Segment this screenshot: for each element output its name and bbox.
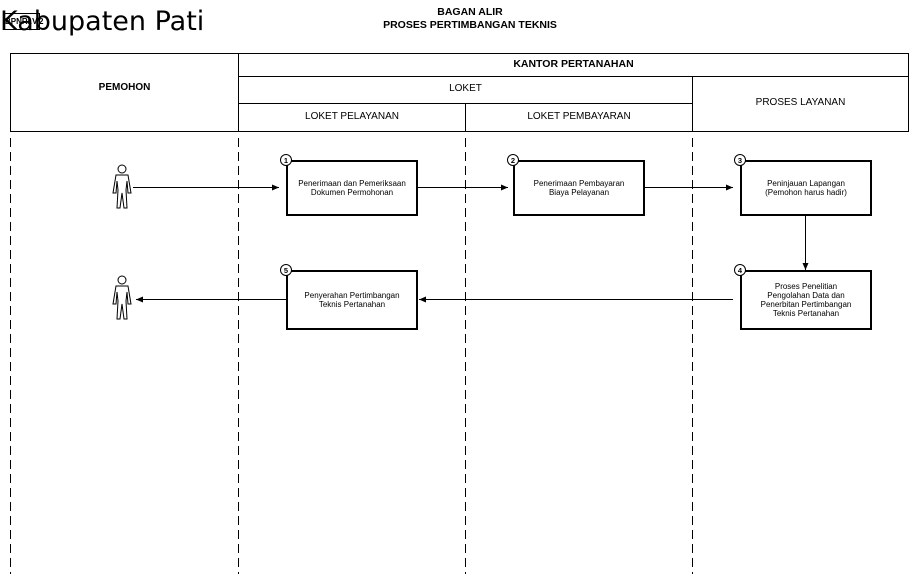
lane-header-loket-pembayaran: LOKET PEMBAYARAN	[527, 111, 631, 122]
lane-header-loket-pelayanan: LOKET PELAYANAN	[305, 111, 399, 122]
swimlane-dividers	[10, 138, 693, 574]
step-box-2: Penerimaan Pembayaran Biaya Pelayanan	[513, 160, 645, 216]
step-box-4: Proses Penelitian Pengolahan Data dan Pe…	[740, 270, 872, 330]
step-number-4: 4	[734, 264, 746, 276]
applicant-person-icon	[112, 275, 132, 320]
step-number-2: 2	[507, 154, 519, 166]
document-code: BPNRI.V.2	[4, 13, 43, 30]
lane-header-proses-layanan: PROSES LAYANAN	[755, 97, 846, 108]
lane-header-pemohon: PEMOHON	[98, 82, 151, 93]
step-number-3: 3	[734, 154, 746, 166]
step-number-1: 1	[280, 154, 292, 166]
chart-title-line1: BAGAN ALIR	[437, 6, 503, 18]
chart-title-line2: PROSES PERTIMBANGAN TEKNIS	[383, 19, 557, 31]
lane-header-kantor: KANTOR PERTANAHAN	[513, 58, 634, 70]
region-title: Kabupaten Pati	[0, 6, 205, 37]
applicant-person-icon	[112, 164, 132, 209]
step-box-3: Peninjauan Lapangan (Pemohon harus hadir…	[740, 160, 872, 216]
step-box-1: Penerimaan dan Pemeriksaan Dokumen Permo…	[286, 160, 418, 216]
flow-arrows	[133, 184, 809, 303]
step-box-5: Penyerahan Pertimbangan Teknis Pertanaha…	[286, 270, 418, 330]
step-number-5: 5	[280, 264, 292, 276]
lane-header-loket: LOKET	[449, 83, 482, 94]
